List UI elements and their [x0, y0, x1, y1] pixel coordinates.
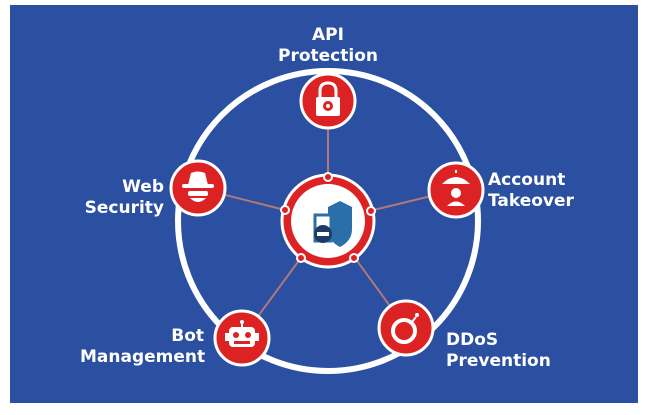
outer-ring — [175, 68, 481, 374]
label-account-takeover: Account Takeover — [488, 170, 608, 212]
umbrella-user-icon — [442, 170, 470, 206]
diagram-panel: API Protection Account Takeover DDoS Pre… — [10, 5, 638, 403]
node-web-security — [169, 159, 227, 217]
label-web-security: Web Security — [70, 177, 164, 219]
label-account-line2: Takeover — [488, 191, 574, 211]
node-api-protection — [299, 72, 357, 130]
robot-icon — [225, 320, 259, 347]
label-api-protection: API Protection — [260, 25, 396, 67]
hub — [280, 172, 376, 269]
node-ddos-prevention — [377, 299, 435, 357]
label-ddos-line1: DDoS — [446, 330, 499, 350]
label-web-line1: Web — [122, 177, 164, 197]
label-ddos-line2: Prevention — [446, 351, 551, 371]
label-bot-management: Bot Management — [80, 326, 206, 368]
label-web-line2: Security — [84, 198, 164, 218]
label-bot-line2: Management — [80, 347, 206, 367]
label-api-line2: Protection — [278, 46, 378, 66]
hacker-hat-icon — [182, 171, 214, 202]
bomb-ring-icon — [391, 313, 419, 344]
label-ddos-prevention: DDoS Prevention — [446, 330, 576, 372]
diagram-canvas — [169, 68, 485, 374]
label-api-line1: API — [312, 25, 344, 45]
shield-person-icon — [313, 201, 352, 247]
label-account-line1: Account — [488, 170, 566, 190]
label-bot-line1: Bot — [171, 326, 204, 346]
node-account-takeover — [427, 161, 485, 219]
padlock-gear-icon — [316, 81, 340, 116]
node-bot-management — [213, 309, 271, 367]
